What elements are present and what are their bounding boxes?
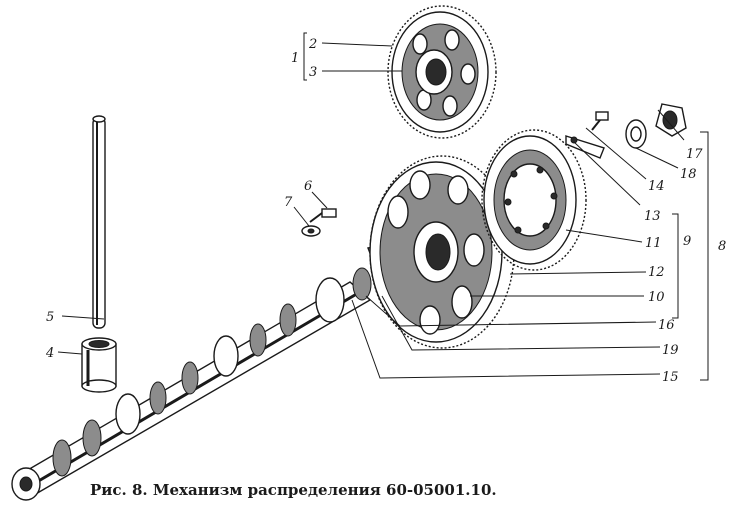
callout-11: 11 bbox=[645, 236, 662, 251]
callout-5: 5 bbox=[46, 310, 54, 325]
figure-caption: Рис. 8. Механизм распределения 60-05001.… bbox=[90, 481, 497, 499]
callout-18: 18 bbox=[680, 167, 697, 182]
top-gear bbox=[387, 5, 497, 139]
camshaft bbox=[11, 267, 372, 501]
callout-1: 1 bbox=[291, 51, 299, 66]
callout-15: 15 bbox=[662, 370, 679, 385]
callout-7: 7 bbox=[284, 195, 293, 210]
callout-4: 4 bbox=[45, 346, 54, 361]
callout-9: 9 bbox=[683, 234, 691, 249]
callout-14: 14 bbox=[648, 179, 665, 194]
leader-lines bbox=[57, 32, 709, 381]
callout-13: 13 bbox=[644, 209, 661, 224]
bolt-and-washer bbox=[301, 208, 337, 237]
intermediate-gear bbox=[481, 129, 587, 271]
fasteners-right bbox=[565, 103, 687, 159]
tappet bbox=[81, 337, 117, 393]
push-rod bbox=[92, 115, 106, 329]
callout-16: 16 bbox=[658, 318, 675, 333]
callout-17: 17 bbox=[686, 147, 703, 162]
callout-8: 8 bbox=[718, 239, 726, 254]
callout-10: 10 bbox=[648, 290, 665, 305]
callout-12: 12 bbox=[648, 265, 665, 280]
callout-3: 3 bbox=[309, 65, 317, 80]
callout-labels: 1 2 3 4 5 6 7 8 9 10 11 12 13 14 15 16 1… bbox=[45, 37, 726, 385]
callout-2: 2 bbox=[308, 37, 317, 52]
callout-6: 6 bbox=[304, 179, 312, 194]
callout-19: 19 bbox=[662, 343, 679, 358]
camshaft-gear bbox=[369, 155, 515, 349]
